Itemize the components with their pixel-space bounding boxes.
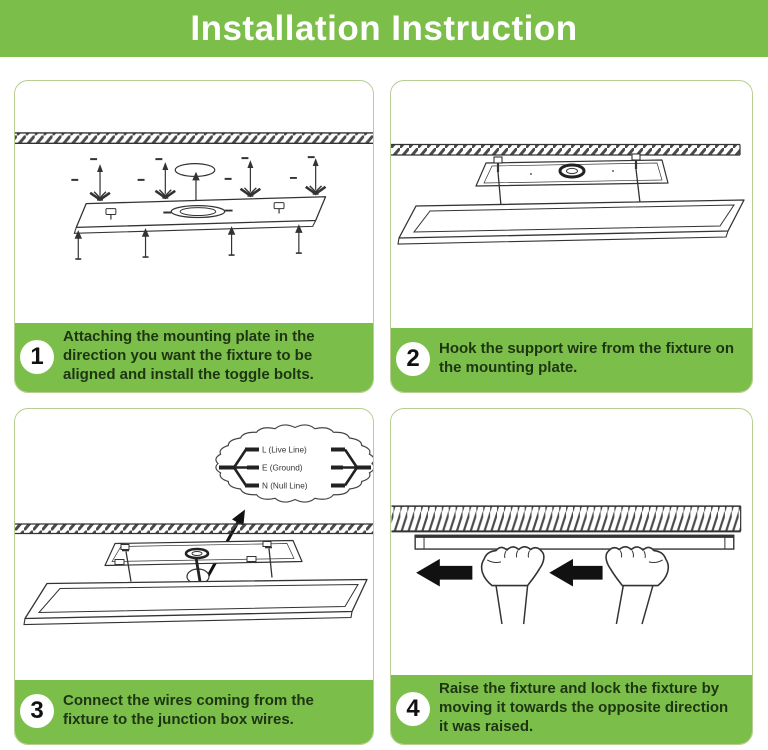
ceiling-hatch (391, 144, 740, 155)
center-screw (192, 171, 200, 201)
fixture-panel (23, 578, 368, 626)
ceiling-hatch (15, 132, 373, 143)
fixture-panel (397, 199, 745, 245)
toggle-bolts (89, 158, 327, 202)
step-caption-text: Raise the fixture and lock the fixture b… (439, 680, 729, 736)
step-number-badge: 2 (396, 342, 430, 376)
support-wire-hook-drawing (391, 81, 745, 245)
wire-connection-drawing: L (Live Line) E (Ground) N (Null Line) (15, 424, 373, 626)
mounting-plate (104, 539, 303, 567)
lower-screws (74, 224, 303, 260)
step-caption-text: Attaching the mounting plate in the dire… (63, 328, 315, 384)
left-arrow-icon (416, 558, 473, 587)
ground-label: E (Ground) (262, 464, 303, 473)
mounting-plate (475, 159, 669, 187)
steps-grid: 1 Attaching the mounting plate in the di… (14, 80, 753, 745)
junction-box-wires (219, 447, 371, 488)
page-header: Installation Instruction (0, 0, 768, 57)
step-panel-3: L (Live Line) E (Ground) N (Null Line) (14, 408, 374, 745)
step-caption-text: Connect the wires coming from the fixtur… (63, 692, 314, 728)
mounting-plate (73, 196, 327, 234)
step-panel-4: 4 Raise the fixture and lock the fixture… (390, 408, 753, 745)
step-number-badge: 1 (20, 339, 54, 374)
ceiling-hatch (391, 506, 740, 532)
support-wire-hooks (493, 153, 640, 206)
step-panel-2: 2 Hook the support wire from the fixture… (390, 80, 753, 393)
live-line-label: L (Live Line) (262, 446, 307, 455)
raise-and-lock-drawing (391, 409, 752, 625)
fixture-panel (414, 534, 735, 550)
toggle-bolt (239, 160, 262, 198)
plate-screws (122, 546, 272, 582)
toggle-bolt (154, 162, 176, 200)
step-caption-text: Hook the support wire from the fixture o… (439, 340, 735, 376)
step-number-badge: 3 (20, 694, 54, 728)
left-arrow-icon (549, 558, 603, 587)
mounting-plate-toggle-bolts-drawing (15, 81, 373, 260)
right-arm (615, 585, 654, 625)
null-line-label: N (Null Line) (262, 482, 308, 491)
step-caption-1: 1 Attaching the mounting plate in the di… (15, 323, 373, 392)
step-panel-1: 1 Attaching the mounting plate in the di… (14, 80, 374, 393)
step-caption-3: 3 Connect the wires coming from the fixt… (15, 680, 373, 744)
ceiling-marks (71, 156, 315, 181)
left-hand (480, 546, 545, 625)
page-title: Installation Instruction (190, 8, 578, 48)
toggle-bolt (305, 158, 327, 196)
fixture-wire (187, 558, 209, 588)
step-number-badge: 4 (396, 691, 430, 726)
step-caption-2: 2 Hook the support wire from the fixture… (391, 328, 752, 392)
step2-illustration (391, 81, 752, 328)
ceiling-hatch (15, 524, 373, 534)
step1-illustration (15, 81, 373, 323)
left-arm (495, 585, 529, 625)
step4-illustration (391, 409, 752, 675)
step3-illustration: L (Live Line) E (Ground) N (Null Line) (15, 409, 373, 680)
toggle-bolt (89, 164, 111, 202)
step-caption-4: 4 Raise the fixture and lock the fixture… (391, 675, 752, 744)
wires-cloud-callout: L (Live Line) E (Ground) N (Null Line) (215, 424, 373, 503)
right-hand (605, 546, 670, 625)
